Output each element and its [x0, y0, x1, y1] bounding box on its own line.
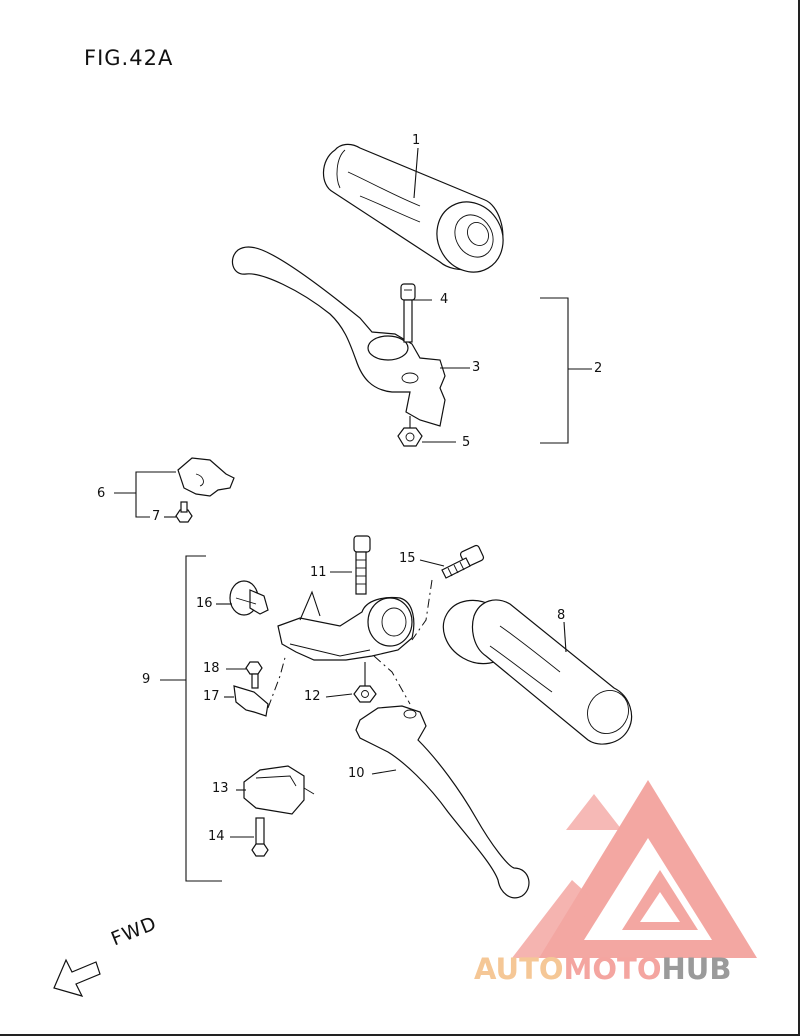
callout-17: 17 [203, 689, 220, 704]
leader-lines [164, 147, 567, 838]
part-18-screw [245, 661, 263, 689]
callout-13: 13 [212, 781, 229, 796]
callout-4: 4 [440, 292, 449, 307]
bracket-9 [185, 555, 222, 882]
watermark-text-auto: AUTO [474, 952, 564, 986]
callout-3: 3 [472, 360, 481, 375]
part-1-grip [322, 143, 504, 273]
part-10-lever [355, 705, 530, 899]
part-15-bolt [441, 544, 485, 579]
watermark-text-moto: MOTO [563, 952, 662, 986]
part-7-screw [175, 501, 193, 523]
callout-12: 12 [304, 689, 321, 704]
leader-11-arrows [299, 590, 321, 621]
part-8-grip [442, 599, 633, 745]
callout-11: 11 [310, 565, 327, 580]
callout-6: 6 [97, 486, 106, 501]
callout-7: 7 [152, 509, 161, 524]
lever-holder-housing [277, 596, 415, 661]
callout-14: 14 [208, 829, 225, 844]
watermark-logo [512, 780, 757, 958]
callout-5: 5 [462, 435, 471, 450]
part-6-holder [177, 457, 235, 497]
part-12-nut [353, 662, 377, 703]
callout-16: 16 [196, 596, 213, 611]
callout-9: 9 [142, 672, 151, 687]
dash-10 [373, 655, 411, 705]
part-14-screw [251, 817, 269, 857]
bracket-2 [540, 297, 569, 444]
part-17-plate [233, 685, 269, 717]
callout-10: 10 [348, 766, 365, 781]
part-5-nut [397, 416, 423, 447]
watermark-text-hub: HUB [661, 952, 732, 986]
part-16-switch [229, 580, 269, 616]
part-13-switch [243, 765, 315, 815]
figure-title: FIG.42A [84, 46, 174, 70]
part-11-bolt [353, 535, 371, 595]
callout-2: 2 [594, 361, 603, 376]
callout-8: 8 [557, 608, 566, 623]
watermark-text: AUTOMOTOHUB [474, 952, 731, 986]
fwd-arrow [53, 958, 101, 997]
dash-15 [411, 579, 433, 641]
part-3-lever [231, 246, 446, 427]
callout-15: 15 [399, 551, 416, 566]
callout-1: 1 [412, 133, 421, 148]
callout-18: 18 [203, 661, 220, 676]
bracket-6 [135, 471, 176, 518]
part-4-bolt [400, 283, 416, 343]
dash-17 [267, 653, 287, 709]
